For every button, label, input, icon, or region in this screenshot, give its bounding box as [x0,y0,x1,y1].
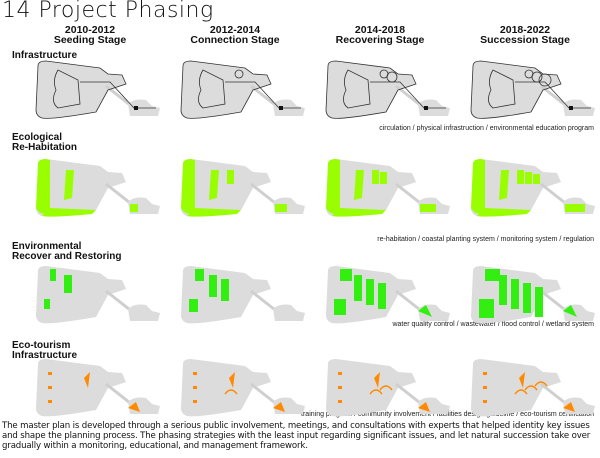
phase-map [175,265,310,330]
site-plan-diagram [181,159,305,217]
stage-name: Recovering Stage [335,34,425,46]
site-plan-diagram [470,60,595,119]
phase-map [465,60,600,125]
phase-map [465,158,600,223]
stage-years: 2014-2018 [354,24,406,36]
phase-map [30,358,165,423]
site-plan-diagram [35,60,160,119]
row-label-infrastructure: Infrastructure [12,51,77,61]
phase-map [465,265,600,330]
phase-map [30,265,165,330]
page-title: 14 Project Phasing [2,0,214,23]
site-plan-diagram [471,159,595,217]
row-label-line: Environmental [12,241,82,252]
phase-map [465,358,600,423]
row-label-line: Re-Habitation [12,142,77,153]
row-caption-eco-tourism: training program / community involvement… [301,411,594,418]
row-caption-environmental: water quality control / wastewater / flo… [392,321,594,328]
row-label-line: Recover and Restoring [12,251,122,262]
phase-map [320,265,455,330]
site-plan-diagram [325,60,450,119]
row-label-line: Infrastructure [12,50,78,61]
phase-map [320,60,455,125]
site-plan-diagram [326,266,450,324]
site-plan-diagram [180,60,305,119]
phase-map [30,158,165,223]
row-label-line: Ecological [12,132,63,143]
stage-name: Seeding Stage [53,34,127,46]
row-caption-infrastructure: circulation / physical infrastruction / … [379,125,594,132]
site-plan-diagram [181,359,305,417]
site-plan-diagram [326,159,450,217]
site-plan-diagram [471,266,595,324]
phase-map [175,60,310,125]
phase-map [175,358,310,423]
phase-map [175,158,310,223]
phase-map [320,158,455,223]
phase-map [30,60,165,125]
site-plan-diagram [181,266,305,324]
row-label-line: Infrastructure [12,350,78,361]
site-plan-diagram [36,266,160,324]
stage-name: Connection Stage [190,34,280,46]
stage-name: Succession Stage [480,34,570,46]
row-label-line: Eco-tourism [12,340,71,351]
stage-years: 2010-2012 [64,24,116,36]
site-plan-diagram [471,359,595,417]
site-plan-diagram [36,159,160,217]
row-caption-ecological: re-habitation / coastal planting system … [377,236,594,243]
description-paragraph: The master plan is developed through a s… [2,421,591,451]
stage-years: 2018-2022 [499,24,551,36]
site-plan-diagram [36,359,160,417]
stage-years: 2012-2014 [209,24,261,36]
site-plan-diagram [326,359,450,417]
phase-map [320,358,455,423]
